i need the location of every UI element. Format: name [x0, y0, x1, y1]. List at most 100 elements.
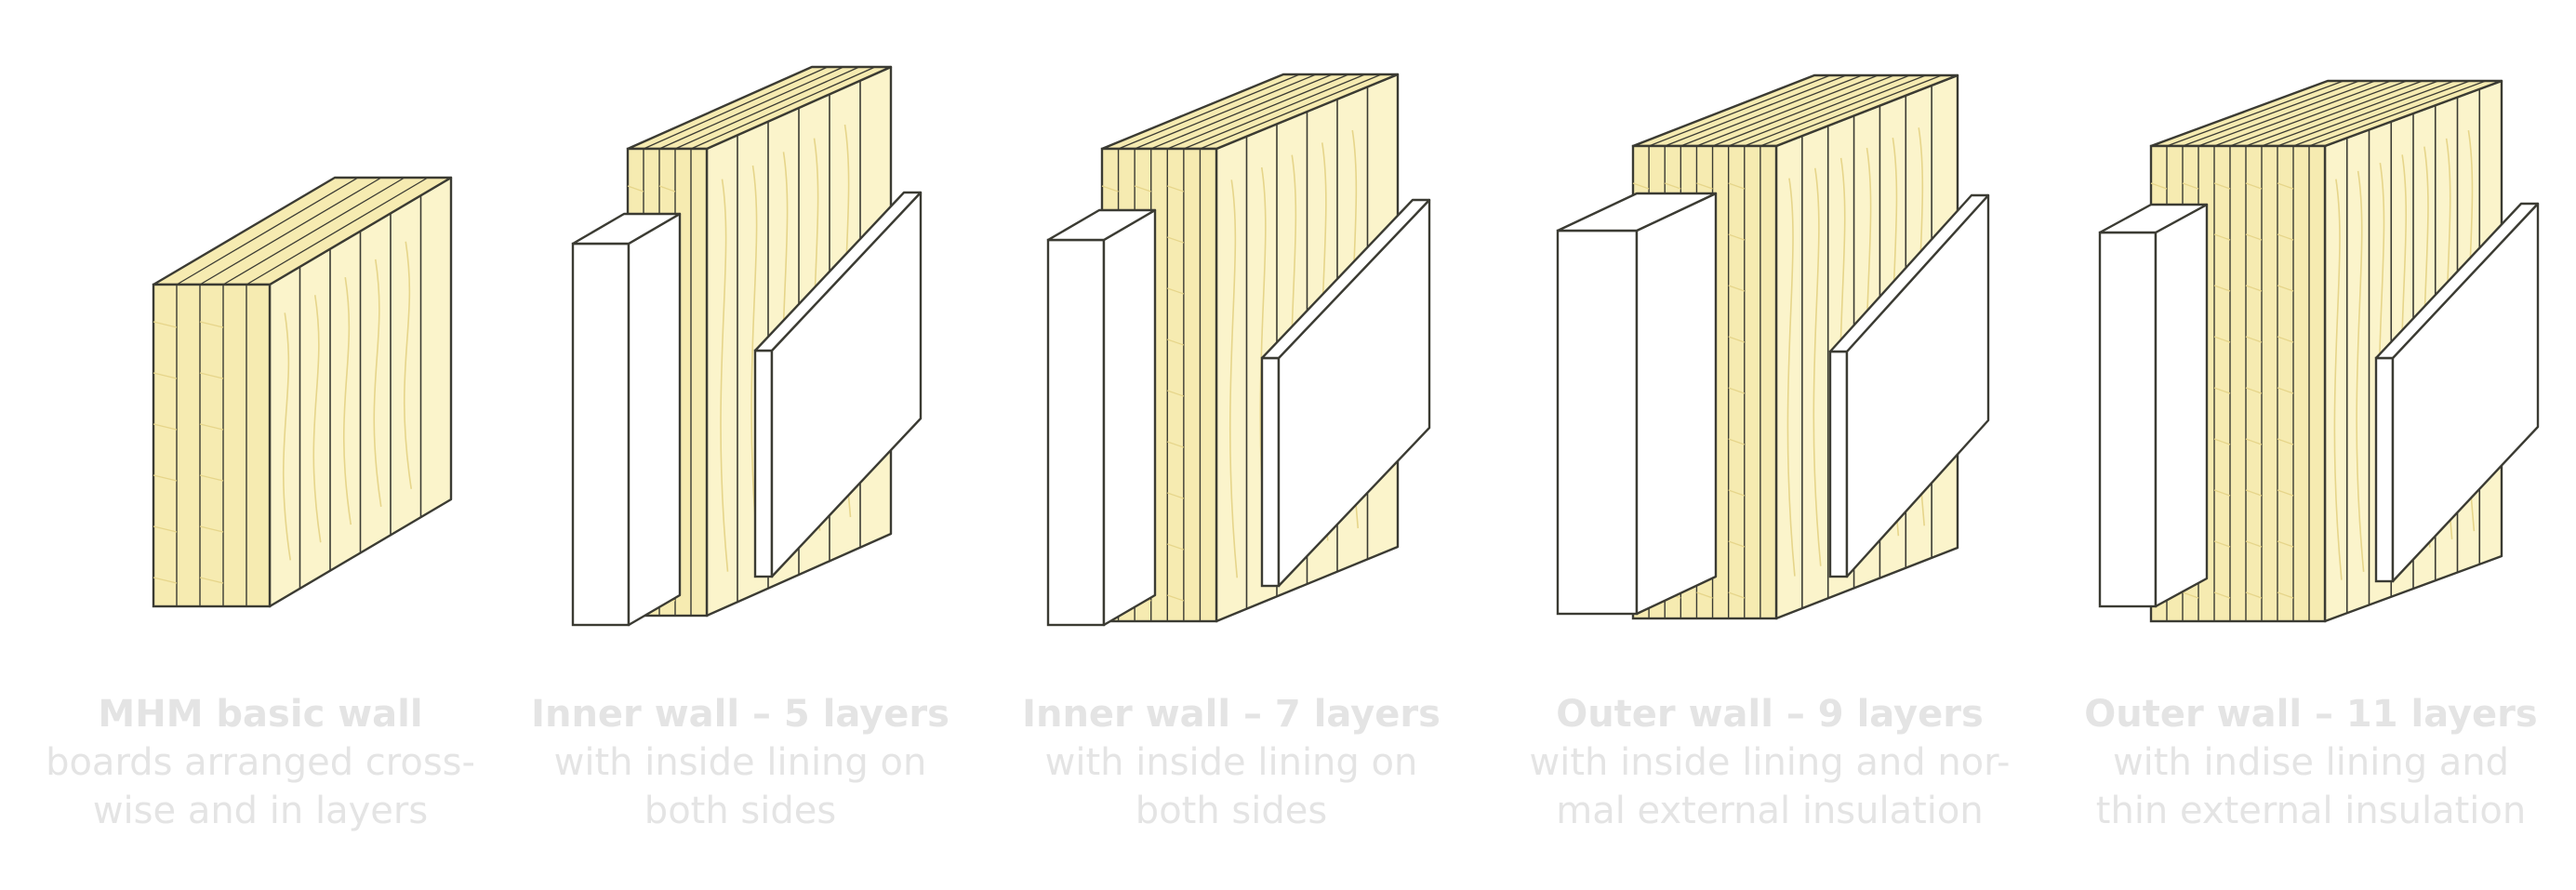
layer-line-top	[1664, 74, 1847, 147]
wood-grain	[342, 276, 352, 525]
board-joint	[1728, 285, 1745, 292]
lining-front	[1556, 229, 1639, 616]
lining-front	[1260, 356, 1281, 588]
board-joint	[2277, 438, 2294, 445]
caption-inner-wall-5: Inner wall – 5 layers with inside lining…	[480, 690, 1001, 835]
inside-lining-panel	[1556, 192, 1718, 616]
layer-line-top	[2198, 80, 2376, 147]
inside-lining-panel	[571, 212, 682, 627]
layer-line-top	[1167, 73, 1349, 150]
board-joint	[1728, 336, 1745, 343]
wood-grain	[2356, 170, 2365, 572]
board-joint	[1167, 441, 1185, 448]
board-joint	[2245, 591, 2263, 599]
board-joint	[1167, 594, 1185, 602]
walls-layer	[152, 65, 2540, 627]
layer-line-top	[2245, 80, 2423, 147]
outside-lining-panel	[1828, 193, 1990, 578]
layer-line-top	[1759, 74, 1943, 147]
board-joint	[1728, 540, 1745, 548]
wall-1	[152, 176, 453, 608]
inside-lining-panel	[2098, 203, 2209, 608]
caption-title: Inner wall – 7 layers	[1022, 693, 1441, 736]
caption-line: with inside lining and nor-	[1529, 741, 2011, 784]
layer-line-top	[1712, 74, 1894, 147]
layer-line-top	[2229, 80, 2408, 147]
caption-inner-wall-7: Inner wall – 7 layers with inside lining…	[971, 690, 1492, 835]
caption-line: with inside lining on	[553, 741, 927, 784]
lining-top	[2374, 202, 2540, 360]
lining-side	[2154, 203, 2209, 608]
wood-grain	[403, 241, 413, 489]
board-joint	[2277, 182, 2294, 190]
outside-lining-panel	[2374, 202, 2540, 583]
board-joint	[1728, 182, 1745, 190]
board-joint	[2213, 438, 2231, 445]
board-joint	[1696, 591, 1713, 599]
wood-grain	[1228, 179, 1239, 578]
board-joint	[153, 423, 178, 431]
layer-line-top	[176, 177, 359, 286]
layer-line-top	[1118, 73, 1300, 150]
lining-side	[1102, 208, 1157, 627]
board-joint	[2213, 336, 2231, 343]
wood-grain	[2333, 179, 2343, 580]
board-joint	[2277, 387, 2294, 394]
lining-front	[2098, 231, 2158, 608]
layer-line-top	[1680, 74, 1863, 147]
board-joint	[2245, 387, 2263, 394]
board-joint	[1728, 489, 1745, 497]
wood-grain	[373, 259, 382, 508]
caption-outer-wall-9: Outer wall – 9 layers with inside lining…	[1509, 690, 2030, 835]
board-joint	[1728, 438, 1745, 445]
layer-line-top	[1696, 74, 1879, 147]
board-joint	[2277, 489, 2294, 497]
layer-line-top	[2277, 80, 2455, 147]
caption-title: Outer wall – 9 layers	[1556, 693, 1984, 736]
caption-line: with inside lining on	[1044, 741, 1418, 784]
caption-line: both sides	[644, 790, 837, 832]
board-joint	[2277, 540, 2294, 548]
layer-line-top	[2308, 80, 2487, 147]
board-joint	[1167, 287, 1185, 295]
board-joint	[2277, 591, 2294, 599]
wood-grain	[1786, 178, 1796, 577]
board-joint	[2213, 233, 2231, 241]
wall-cross-section	[152, 283, 272, 608]
board-joint	[2245, 233, 2263, 241]
board-joint	[2150, 182, 2168, 190]
board-joint	[1632, 182, 1650, 190]
layer-line-top	[199, 177, 382, 286]
lining-top	[753, 191, 923, 352]
wood-grain	[720, 179, 729, 572]
caption-mhm-basic-wall: MHM basic wall boards arranged cross- wi…	[0, 690, 521, 835]
board-joint	[2245, 438, 2263, 445]
board-joint	[2213, 540, 2231, 548]
board-joint	[1167, 543, 1185, 551]
lining-top	[1046, 208, 1157, 242]
layer-line-top	[2166, 80, 2344, 147]
layer-line-top	[674, 66, 860, 150]
outside-lining-panel	[753, 191, 923, 578]
board-joint	[153, 525, 178, 533]
wood-grain	[750, 165, 760, 559]
wood-grain	[1812, 167, 1822, 566]
caption-outer-wall-11: Outer wall – 11 layers with indise linin…	[2051, 690, 2571, 835]
layer-line-top	[690, 66, 876, 150]
layer-line-top	[1648, 74, 1831, 147]
layer-line-top	[1728, 74, 1910, 147]
board-joint	[2245, 489, 2263, 497]
lining-top	[1828, 193, 1990, 353]
board-joint	[199, 577, 224, 584]
layer-line-top	[1200, 73, 1382, 150]
layer-line-top	[246, 177, 429, 286]
board-joint	[153, 474, 178, 482]
lining-top	[571, 212, 682, 246]
board-joint	[199, 372, 224, 379]
board-joint	[199, 321, 224, 328]
board-joint	[2213, 591, 2231, 599]
board-joint	[2182, 591, 2199, 599]
board-joint	[2182, 182, 2199, 190]
caption-line: boards arranged cross-	[46, 741, 475, 784]
layer-line-top	[2182, 80, 2360, 147]
